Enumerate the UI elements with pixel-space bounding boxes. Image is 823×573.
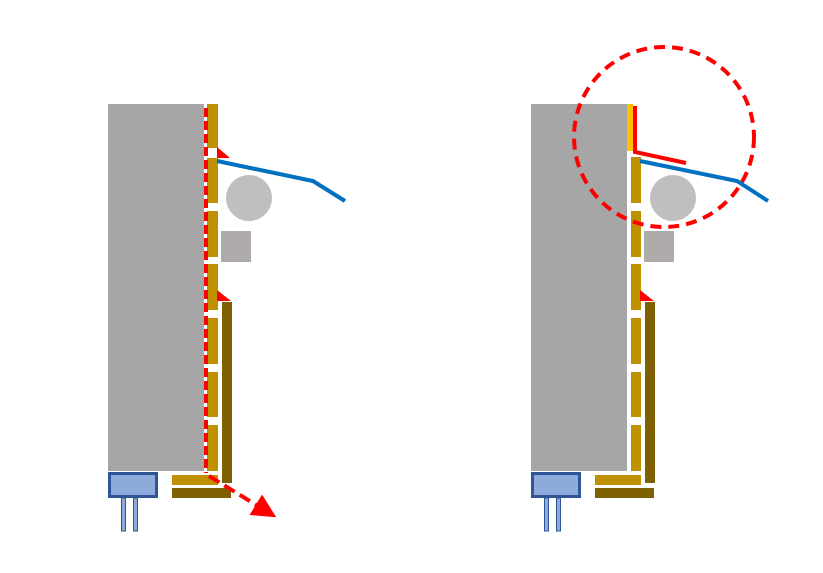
panel-segment [631, 211, 641, 257]
panel-bottom [172, 475, 218, 485]
membrane-line [639, 159, 770, 203]
panel-segment [631, 157, 641, 203]
frame-bottom [595, 488, 654, 498]
block [221, 231, 251, 262]
panel-segments [631, 157, 641, 471]
wall [531, 104, 627, 471]
base-block [108, 472, 158, 498]
seal-triangle [640, 290, 654, 301]
panel-segment [631, 264, 641, 310]
panel-segment [207, 318, 218, 364]
panel-segment [207, 425, 218, 471]
panel-segment [631, 318, 641, 364]
right-diagram [531, 45, 770, 532]
base-leg [544, 497, 549, 532]
panel-segment-top [627, 104, 633, 151]
base-block [531, 472, 581, 498]
panel-segment [207, 104, 218, 148]
seal-line [633, 106, 687, 165]
panel-segment [631, 372, 641, 417]
base-leg [556, 497, 561, 532]
frame-bottom [172, 488, 231, 498]
frame-vertical [645, 302, 655, 483]
panel-segment [207, 158, 218, 203]
membrane-line [216, 159, 347, 203]
base-leg [133, 497, 138, 532]
left-diagram [108, 104, 347, 532]
panel-segment [207, 264, 218, 310]
roller [650, 175, 696, 221]
seal-triangle [217, 147, 230, 158]
panel-segment [207, 211, 218, 257]
wall [108, 104, 204, 471]
highlight-circle [572, 45, 756, 229]
panel-bottom [595, 475, 641, 485]
base-leg [121, 497, 126, 532]
panel-segments [207, 104, 218, 471]
panel-segment [207, 372, 218, 417]
frame-vertical [222, 302, 232, 483]
seal-triangle [217, 290, 231, 301]
block [644, 231, 674, 262]
roller [226, 175, 272, 221]
leak-path-arrow [207, 474, 277, 518]
panel-segment [631, 425, 641, 471]
